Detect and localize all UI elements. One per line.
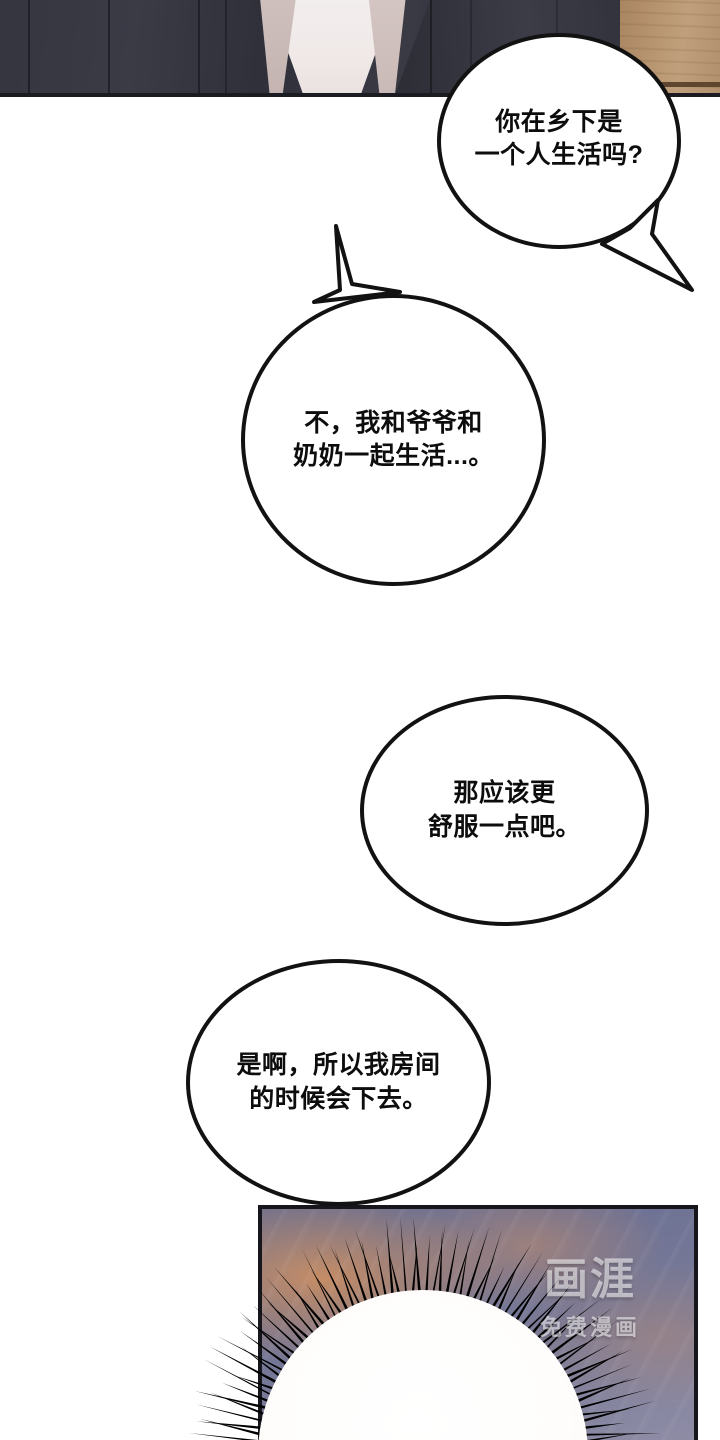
fabric-fold: [108, 0, 110, 93]
speech-bubble-1: 你在乡下是 一个人生活吗?: [437, 33, 681, 249]
speech-bubble-4: 是啊，所以我房间 的时候会下去。: [186, 959, 491, 1206]
speech-tail-up: [312, 224, 402, 304]
speech-tail-down-right: [600, 198, 694, 292]
fabric-fold: [430, 0, 432, 93]
speech-bubble-2-text: 不，我和爷爷和 奶奶一起生活...。: [293, 408, 494, 471]
speech-bubble-3-text: 那应该更 舒服一点吧。: [427, 779, 581, 841]
speech-bubble-2: 不，我和爷爷和 奶奶一起生活...。: [241, 294, 546, 586]
speech-bubble-1-text: 你在乡下是 一个人生活吗?: [474, 107, 644, 170]
speech-bubble-4-text: 是啊，所以我房间 的时候会下去。: [236, 1051, 441, 1113]
fabric-fold: [470, 0, 472, 93]
fabric-fold: [225, 0, 227, 93]
sunburst-spike: [188, 1433, 258, 1440]
fabric-fold: [198, 0, 200, 93]
sunburst-spike: [196, 1404, 265, 1423]
sunburst-spike: [200, 1418, 263, 1437]
fabric-fold: [28, 0, 30, 93]
speech-bubble-3: 那应该更 舒服一点吧。: [360, 695, 649, 926]
sunburst-spike: [196, 1421, 264, 1430]
